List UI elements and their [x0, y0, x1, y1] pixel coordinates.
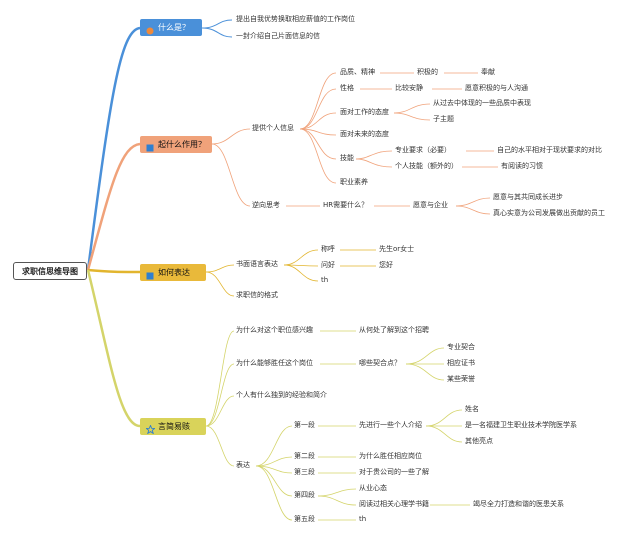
brief-experience[interactable]: 个人有什么独到的经验和简介 — [236, 391, 327, 399]
how-th[interactable]: th — [321, 276, 329, 284]
brief-p5[interactable]: 第五段 — [294, 515, 315, 523]
brief-p1[interactable]: 第一段 — [294, 421, 315, 429]
how-format[interactable]: 求职信的格式 — [236, 291, 278, 299]
use-positive[interactable]: 积极的 — [417, 68, 438, 76]
use-grow[interactable]: 愿意与其共同成长进步 — [493, 193, 563, 201]
how-written[interactable]: 书面语言表达 — [236, 260, 278, 268]
brief-p1-text[interactable]: 先进行一些个人介绍 — [359, 421, 422, 429]
use-calm[interactable]: 比较安静 — [395, 84, 423, 92]
use-skills[interactable]: 技能 — [340, 154, 354, 162]
branch-use[interactable]: 起什么作用？ — [140, 136, 212, 153]
use-future-attitude[interactable]: 面对未来的态度 — [340, 130, 389, 138]
what-item-1[interactable]: 提出自我优势换取相应薪值的工作岗位 — [236, 15, 355, 23]
brief-why-qualified[interactable]: 为什么能够胜任这个岗位 — [236, 359, 313, 367]
use-sub-theme[interactable]: 子主题 — [433, 115, 454, 123]
brief-match[interactable]: 哪些契合点？ — [359, 359, 401, 367]
brief-highlights[interactable]: 其他亮点 — [465, 437, 493, 445]
brief-p4-a[interactable]: 从业心态 — [359, 484, 387, 492]
brief-p5-text[interactable]: th — [359, 515, 367, 523]
use-required-level[interactable]: 自己的水平相对于现状要求的对比 — [497, 146, 602, 154]
use-personality[interactable]: 性格 — [340, 84, 354, 92]
branch-brief[interactable]: 言简易赅 — [140, 418, 206, 435]
connector-root-how — [87, 268, 141, 274]
how-address[interactable]: 称呼 — [321, 245, 335, 253]
use-dedication[interactable]: 奉献 — [481, 68, 495, 76]
use-communicate[interactable]: 愿意积极的与人沟通 — [465, 84, 528, 92]
branch-use-label: 起什么作用？ — [158, 140, 206, 149]
brief-certificate[interactable]: 相应证书 — [447, 359, 475, 367]
brief-p3-text[interactable]: 对于贵公司的一些了解 — [359, 468, 429, 476]
connector-root-what — [86, 26, 141, 271]
use-literacy[interactable]: 职业素养 — [340, 178, 368, 186]
brief-p3[interactable]: 第三段 — [294, 468, 315, 476]
connector-root-brief — [86, 269, 141, 428]
how-greeting[interactable]: 问好 — [321, 261, 335, 269]
brief-name[interactable]: 姓名 — [465, 405, 479, 413]
use-contribute[interactable]: 真心实意为公司发展做出贡献的员工 — [493, 209, 605, 217]
use-extra-skills[interactable]: 个人技能（额外的） — [395, 162, 458, 170]
branch-what-label: 什么是？ — [158, 23, 190, 32]
what-item-2[interactable]: 一封介绍自己片面信息的信 — [236, 32, 320, 40]
star-icon — [145, 423, 156, 434]
chat-icon — [146, 24, 154, 34]
use-reading[interactable]: 有阅读的习惯 — [501, 162, 543, 170]
brief-express[interactable]: 表达 — [236, 461, 250, 469]
brief-honor[interactable]: 某些荣誉 — [447, 375, 475, 383]
root-node[interactable]: 求职信思维导图 — [13, 262, 87, 280]
use-provide-info[interactable]: 提供个人信息 — [252, 124, 294, 132]
brief-p4[interactable]: 第四段 — [294, 491, 315, 499]
bookmark-icon — [146, 141, 154, 151]
use-reverse-thinking[interactable]: 逆向思考 — [252, 201, 280, 209]
use-willing[interactable]: 愿意与企业 — [413, 201, 448, 209]
brief-school[interactable]: 是一名福建卫生职业技术学院医学系 — [465, 421, 577, 429]
branch-how[interactable]: 如何表达 — [140, 264, 206, 281]
how-greeting-value[interactable]: 您好 — [379, 261, 393, 269]
use-required[interactable]: 专业要求（必要） — [395, 146, 451, 154]
use-past-performance[interactable]: 从过去中体现的一些品质中表现 — [433, 99, 531, 107]
use-hr-needs[interactable]: HR需要什么？ — [323, 201, 369, 209]
presentation-icon — [146, 269, 154, 279]
brief-p4-b[interactable]: 阅读过相关心理学书籍 — [359, 500, 429, 508]
brief-p4-c[interactable]: 竭尽全力打造和谐的医患关系 — [473, 500, 564, 508]
use-work-attitude[interactable]: 面对工作的态度 — [340, 108, 389, 116]
how-address-value[interactable]: 先生or女士 — [379, 245, 415, 253]
use-quality[interactable]: 品质、精神 — [340, 68, 375, 76]
brief-major-match[interactable]: 专业契合 — [447, 343, 475, 351]
branch-what[interactable]: 什么是？ — [140, 19, 202, 36]
brief-why-interest[interactable]: 为什么对这个职位感兴趣 — [236, 326, 313, 334]
connector-root-use — [86, 142, 141, 271]
branch-how-label: 如何表达 — [158, 268, 190, 277]
brief-where-learned[interactable]: 从何处了解到这个招聘 — [359, 326, 429, 334]
brief-p2-text[interactable]: 为什么胜任相应岗位 — [359, 452, 422, 460]
branch-brief-label: 言简易赅 — [158, 422, 190, 431]
brief-p2[interactable]: 第二段 — [294, 452, 315, 460]
